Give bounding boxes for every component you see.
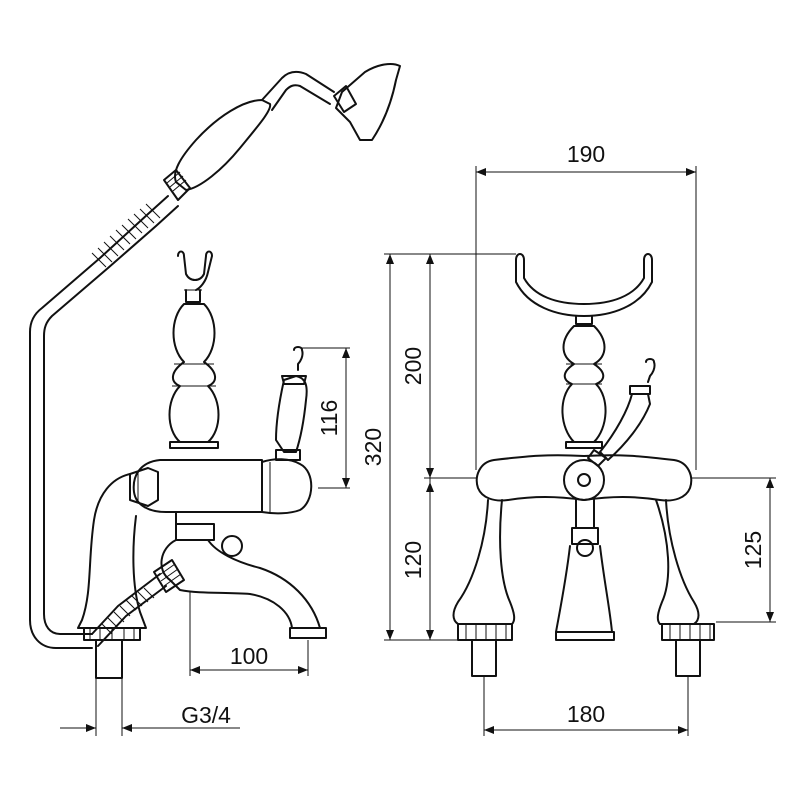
front-legs: [452, 499, 715, 677]
dim-label-width: 190: [567, 141, 605, 167]
side-column: [168, 250, 220, 449]
dim-thread: [60, 678, 240, 736]
dim-label-upper: 200: [400, 347, 426, 385]
front-column: [561, 315, 607, 449]
dim-label-reach: 100: [230, 643, 268, 669]
side-body: [129, 346, 327, 639]
dim-label-total: 320: [360, 428, 386, 466]
front-view: [384, 166, 776, 736]
front-body: [475, 358, 693, 502]
hand-shower: [163, 63, 401, 201]
dim-total: [384, 254, 458, 641]
dim-label-leg: 125: [740, 531, 766, 569]
dim-leg: [692, 477, 776, 623]
dim-upper: [384, 253, 516, 479]
dim-reach: [189, 592, 309, 676]
side-view: [29, 63, 401, 736]
front-cradle: [515, 253, 653, 317]
dim-label-lower: 120: [400, 541, 426, 579]
dim-centres: [483, 676, 689, 736]
dim-lower: [426, 478, 434, 640]
side-foot: [77, 473, 147, 679]
shower-hose: [29, 195, 185, 649]
dim-label-centres: 180: [567, 701, 605, 727]
dim-width: [475, 166, 697, 470]
dim-lever: [302, 347, 350, 489]
front-spout: [555, 499, 615, 641]
dim-label-thread: G3/4: [181, 702, 231, 728]
dim-label-lever: 116: [316, 400, 342, 437]
